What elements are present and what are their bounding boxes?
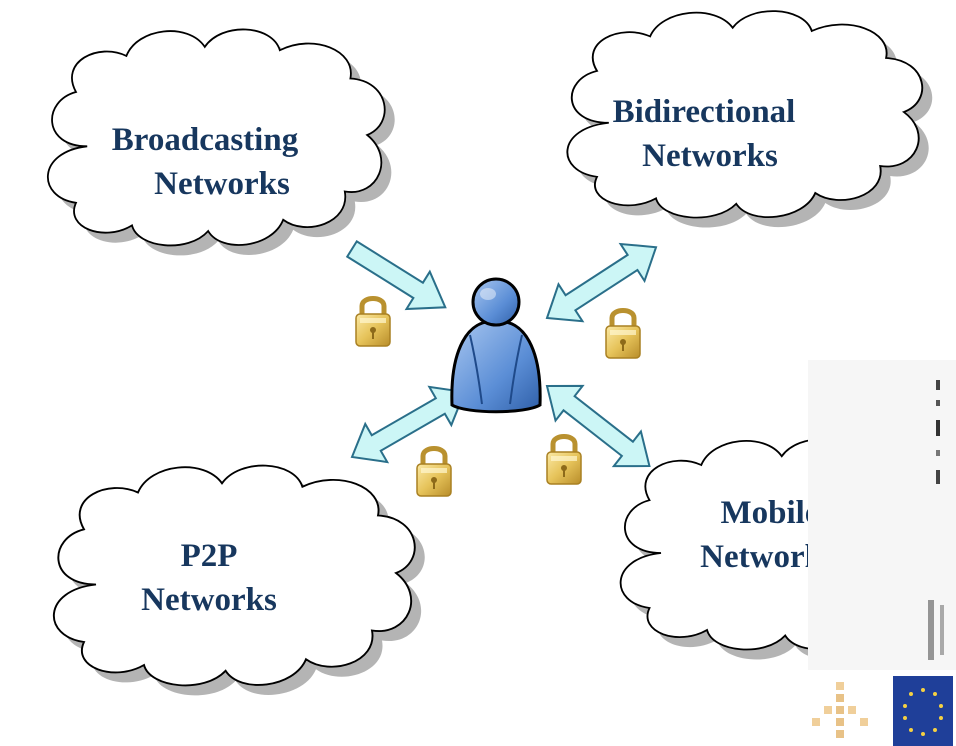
mobile-label-line1: Mobile [721, 495, 820, 531]
user-icon [450, 277, 542, 414]
padlock-icon [356, 299, 390, 347]
eu-flag-icon [893, 676, 953, 746]
broadcasting-label-line2: Networks [154, 166, 290, 202]
broadcasting-label-line1: Broadcasting [112, 122, 299, 158]
bidirectional-label-line2: Networks [642, 138, 778, 174]
padlock-icon [417, 449, 451, 497]
broadcast-to-user-arrow [339, 229, 458, 327]
p2p-label-line1: P2P [181, 538, 238, 574]
bidirectional-user-arrow [534, 227, 670, 338]
p2p-label-line2: Networks [141, 582, 277, 618]
padlock-icon [606, 311, 640, 359]
p2p-networks-cloud: P2P Networks [52, 464, 425, 696]
padlock-icon [547, 437, 581, 485]
side-text-strip [808, 360, 956, 670]
project-logo-icon [812, 682, 868, 738]
bidirectional-label-line1: Bidirectional [613, 94, 796, 130]
broadcasting-networks-cloud: Broadcasting Networks [46, 28, 395, 256]
bidirectional-networks-cloud: Bidirectional Networks [566, 10, 933, 228]
